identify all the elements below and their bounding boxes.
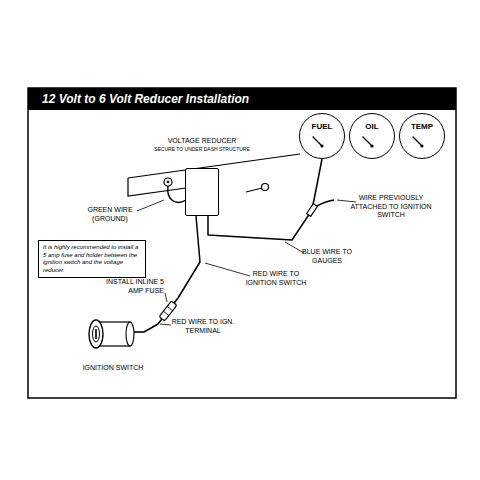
callout-label: BLUE WIRE TO GAUGES [298, 248, 356, 265]
leader-lines [137, 200, 356, 325]
red-wire [144, 216, 200, 332]
leader-line [205, 263, 250, 276]
dash-flap [128, 178, 186, 196]
voltage-reducer: VOLTAGE REDUCERSECURE TO UNDER DASH STRU… [154, 137, 250, 216]
switch-back [126, 322, 134, 346]
switch-bezel [93, 326, 100, 342]
leader-line [137, 200, 164, 211]
screw-head [262, 184, 269, 191]
part-name: VOLTAGE REDUCER [154, 137, 250, 146]
note-text: It is highly recommended to install a 5 … [43, 244, 141, 274]
callout-label: INSTALL INLINE 5 AMP FUSE [94, 278, 164, 295]
fuse-band [163, 306, 172, 315]
reducer-body [185, 168, 219, 216]
gauge-dial: OIL [349, 113, 395, 159]
title-bar [28, 88, 456, 110]
connector-body [307, 204, 318, 217]
callout-label: GREEN WIRE (GROUND) [84, 206, 136, 223]
leader-line [165, 293, 167, 302]
green-wire [168, 186, 186, 202]
gauge-needle [349, 113, 395, 159]
needle-hub [420, 144, 423, 147]
gauge-label: FUEL [300, 122, 344, 131]
needle [413, 137, 422, 146]
old-wire-stub [315, 200, 334, 207]
blue-wire [208, 159, 322, 240]
leader-line [160, 324, 171, 325]
mounting-note: SECURE TO UNDER DASH STRUCTURE [154, 146, 250, 153]
frame [28, 88, 456, 398]
note-box: It is highly recommended to install a 5 … [38, 240, 146, 278]
gauge-needle [399, 113, 445, 159]
leader-line [285, 242, 304, 253]
gauge-dial: TEMP [399, 113, 445, 159]
callout-label: RED WIRE TO IGN. TERMINAL [170, 318, 236, 335]
gauge-dial: FUEL [299, 113, 345, 159]
ignition-switch: IGNITION SWITCH [82, 316, 144, 373]
switch-face [89, 320, 103, 348]
key-slot [95, 329, 97, 339]
wire-connector [307, 204, 318, 217]
title: 12 Volt to 6 Volt Reducer Installation [42, 91, 249, 107]
mounting-screw [246, 184, 269, 193]
ring-terminal [164, 178, 172, 186]
ring-screw [167, 181, 170, 184]
switch-body [82, 316, 144, 356]
part-name: IGNITION SWITCH [82, 364, 144, 373]
leader-line [337, 200, 356, 202]
needle [313, 137, 322, 146]
gauge-label: TEMP [400, 122, 444, 131]
needle-hub [320, 144, 323, 147]
gauge-needle [299, 113, 345, 159]
gauge-label: OIL [350, 122, 394, 131]
needle-hub [370, 144, 373, 147]
ground-terminal [164, 178, 186, 202]
callout-label: WIRE PREVIOUSLY ATTACHED TO IGNITION SWI… [350, 194, 432, 220]
callout-label: RED WIRE TO IGNITION SWITCH [240, 270, 312, 287]
ign-terminal [134, 331, 144, 333]
needle [363, 137, 372, 146]
screw-shaft [246, 188, 262, 192]
